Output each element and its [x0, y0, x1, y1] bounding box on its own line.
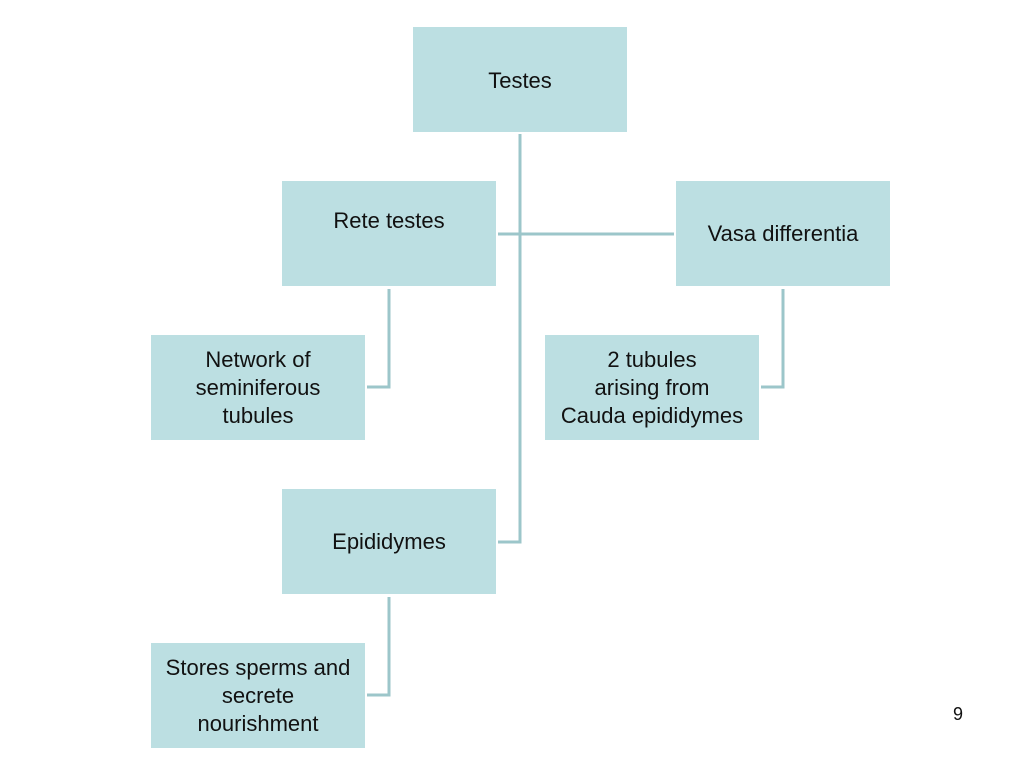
node-two-tubules-label: 2 tubules arising from Cauda epididymes: [560, 346, 744, 428]
node-rete-testes-label: Rete testes: [333, 208, 445, 233]
node-network-label: Network of seminiferous tubules: [195, 346, 321, 428]
node-network-of-seminiferous-tubules: Network of seminiferous tubules: [151, 335, 365, 440]
node-testes: Testes: [413, 27, 627, 132]
node-epididymes: Epididymes: [282, 489, 496, 594]
node-stores-sperms: Stores sperms and secrete nourishment: [151, 643, 365, 748]
connector-vasa-tubules: [761, 289, 785, 389]
node-rete-testes: Rete testes: [282, 181, 496, 286]
connector-rete-network: [367, 289, 391, 389]
node-epididymes-label: Epididymes: [332, 528, 446, 554]
node-testes-label: Testes: [488, 68, 552, 93]
connector-trunk: [498, 134, 522, 544]
node-two-tubules: 2 tubules arising from Cauda epididymes: [545, 335, 759, 440]
node-vasa-differentia-label: Vasa differentia: [707, 220, 859, 246]
connector-epididymes-stores: [367, 597, 391, 697]
node-vasa-differentia: Vasa differentia: [676, 181, 890, 286]
page-number: 9: [952, 704, 963, 724]
node-stores-sperms-label: Stores sperms and secrete nourishment: [165, 654, 351, 736]
